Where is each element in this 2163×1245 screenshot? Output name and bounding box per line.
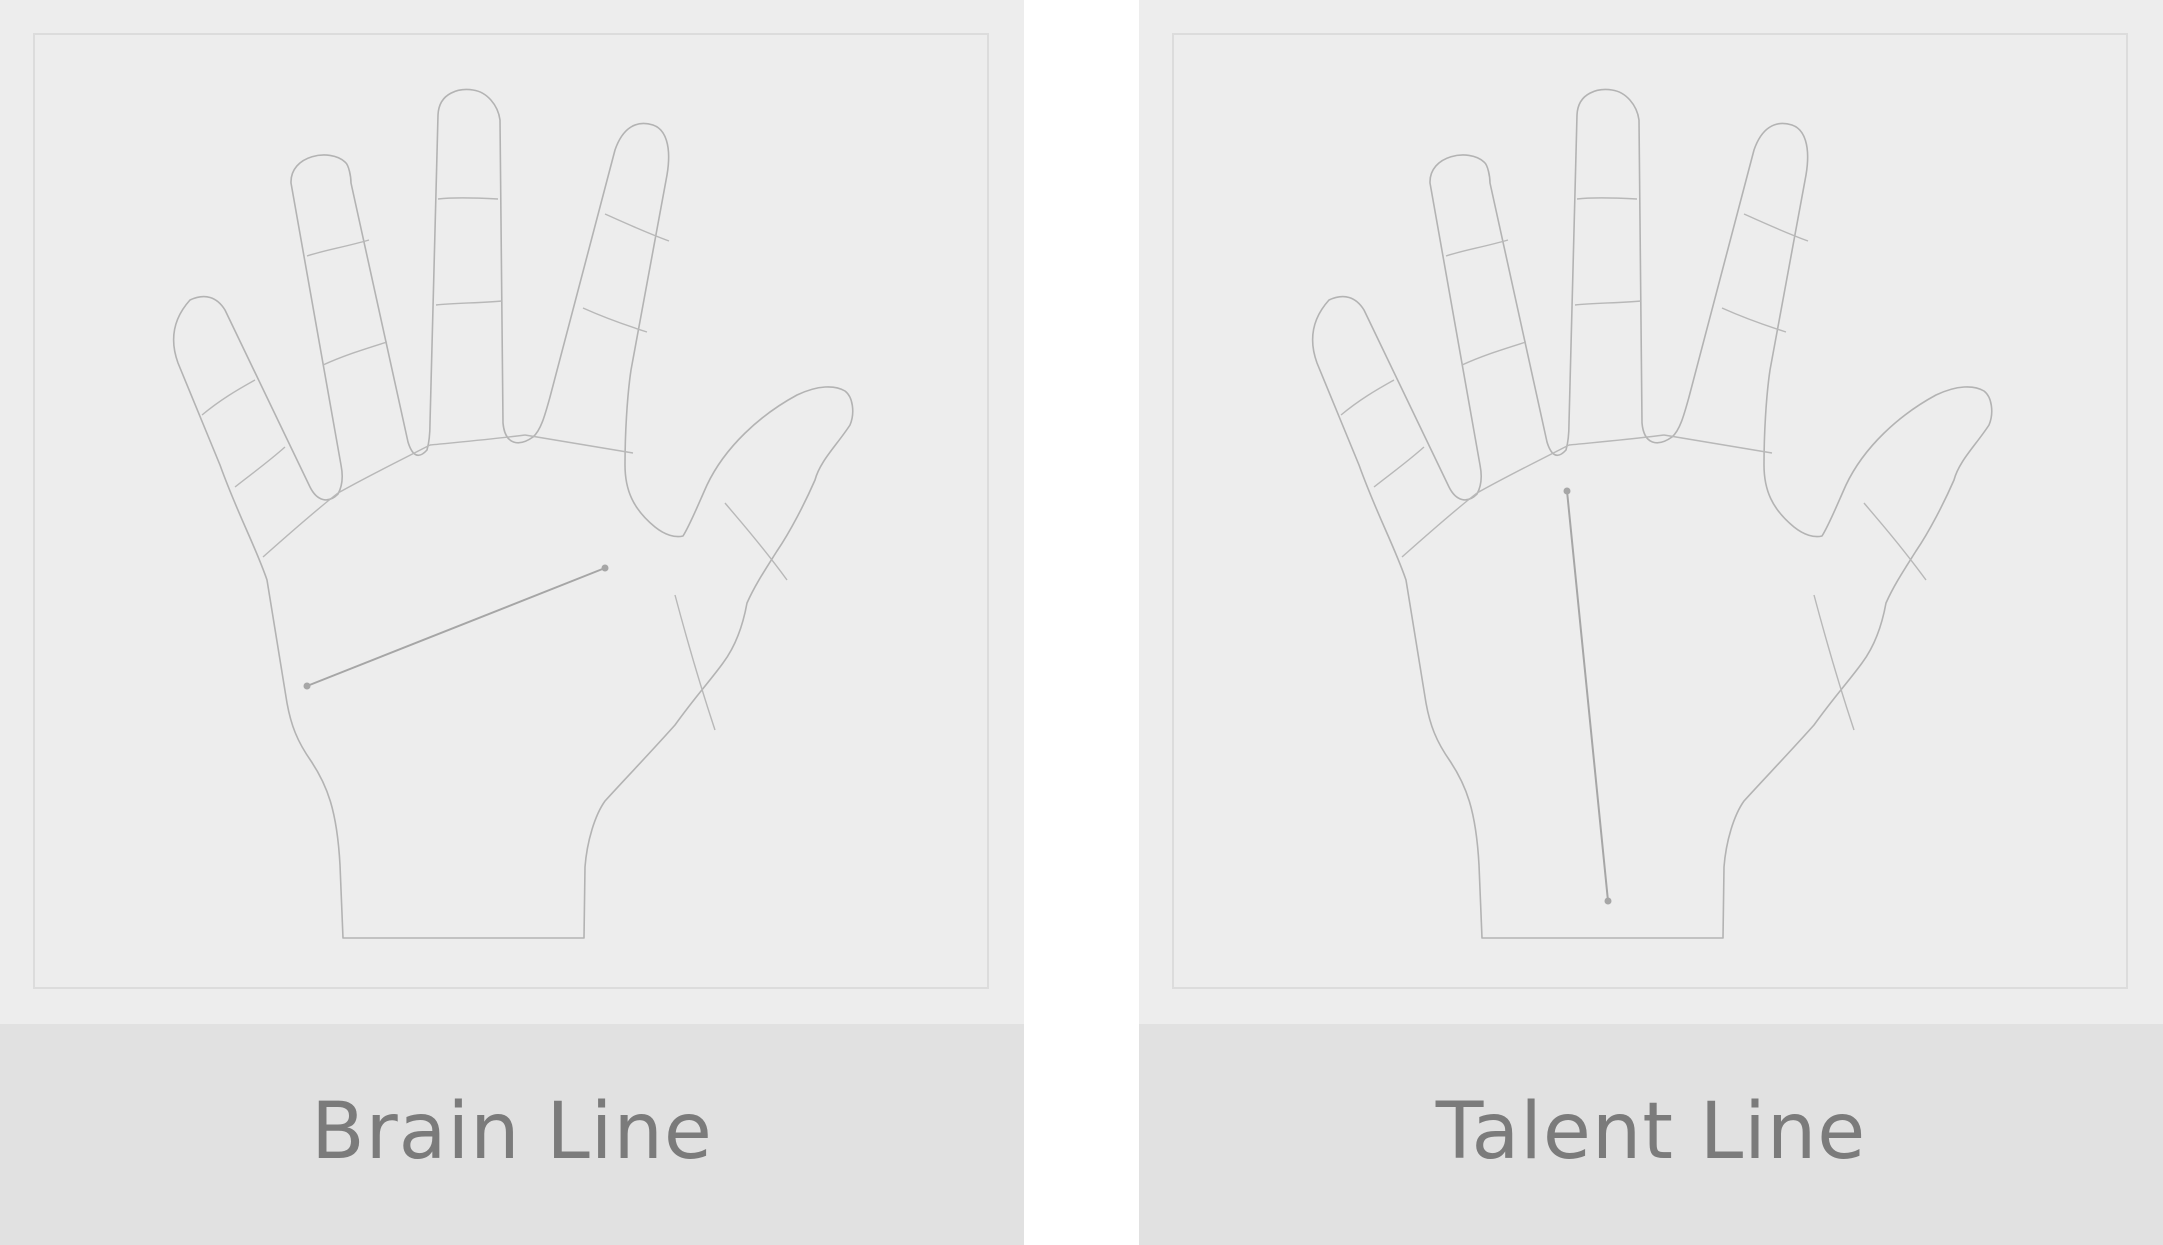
brain-line-caption-bar: Brain Line [0,1024,1024,1245]
talent-line-caption: Talent Line [1435,1086,1867,1177]
brain-line-start-point [303,682,311,690]
brain-line-illustration-frame [33,33,989,989]
talent-line-caption-bar: Talent Line [1139,1024,2163,1245]
talent-line-bottom-point [1604,897,1612,905]
brain-line-caption: Brain Line [311,1086,713,1177]
brain-line-panel: Brain Line [0,0,1024,1245]
talent-line-illustration-frame [1172,33,2128,989]
brain-line-end-point [601,564,609,572]
talent-line-hand-illustration [1311,88,1993,939]
talent-line-panel: Talent Line [1139,0,2163,1245]
brain-line-marker [303,564,609,690]
talent-line-top-point [1563,487,1571,495]
brain-line-hand-illustration [172,88,854,939]
talent-line-marker [1563,487,1612,905]
